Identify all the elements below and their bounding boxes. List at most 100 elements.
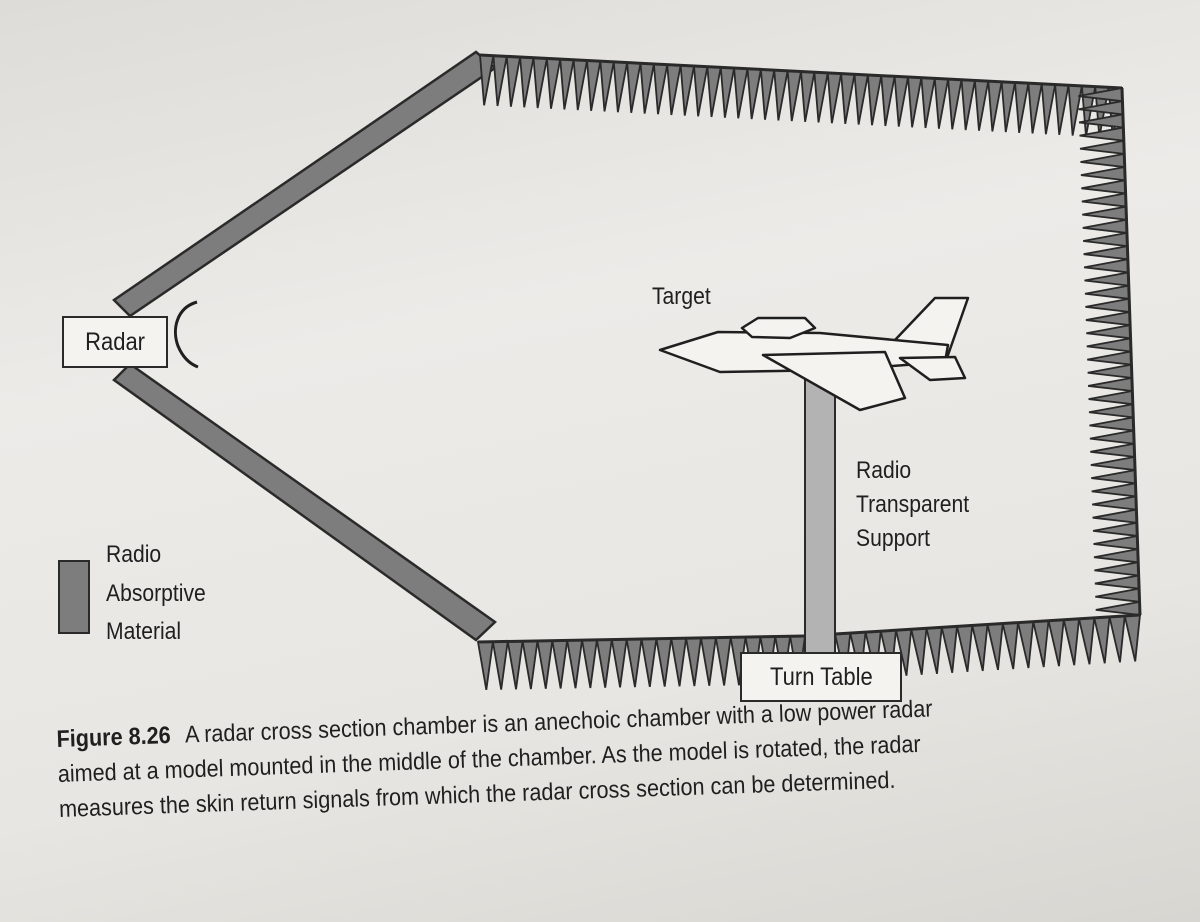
absorber-cone: [1089, 429, 1136, 445]
absorber-cone: [973, 79, 990, 131]
absorber-cone: [866, 73, 883, 126]
absorber-cone: [1027, 82, 1043, 134]
absorber-cone: [595, 638, 613, 688]
absorber-cone: [536, 639, 554, 689]
absorber-cone: [1089, 416, 1135, 432]
absorber-cone: [1091, 482, 1137, 498]
absorber-cone: [1108, 614, 1126, 663]
absorber-cone: [559, 58, 575, 110]
absorber-cone: [826, 71, 843, 124]
absorber-cone: [719, 66, 736, 118]
chamber-wall-line: [1120, 87, 1142, 616]
absorber-cone: [1032, 619, 1050, 668]
absorber-cone: [1092, 521, 1139, 537]
absorber-cone: [1080, 165, 1127, 182]
absorber-cone: [907, 76, 923, 128]
radar-label: Radar: [85, 327, 145, 356]
absorber-cone: [610, 638, 628, 688]
absorber-cone: [786, 69, 803, 122]
absorber-cone: [1014, 81, 1030, 133]
radar-dish-icon: [173, 300, 199, 369]
radar-box: Radar: [62, 316, 168, 368]
absorber-cone: [1079, 139, 1126, 155]
absorber-cone: [1000, 80, 1017, 133]
absorber-cone: [733, 67, 749, 119]
absorber-cone: [640, 637, 658, 688]
absorber-cone: [1001, 621, 1020, 670]
absorber-cone: [925, 626, 943, 674]
absorber-cone: [1085, 310, 1132, 327]
absorber-cone: [612, 60, 629, 113]
absorber-cone: [639, 62, 655, 114]
absorber-cone: [746, 67, 762, 120]
absorber-cone: [773, 69, 789, 121]
absorber-cone: [476, 640, 494, 691]
absorber-cone: [666, 63, 682, 116]
turn-table-label: Turn Table: [769, 662, 873, 691]
absorber-cone: [625, 638, 643, 688]
absorber-cone: [1095, 600, 1141, 617]
right-wall-absorber-cones: [1078, 86, 1142, 617]
absorber-cone: [1081, 192, 1127, 208]
absorber-cone: [1082, 218, 1128, 234]
absorber-cone: [1083, 245, 1129, 261]
absorber-cone: [986, 622, 1004, 671]
absorber-cone: [505, 55, 522, 107]
absorber-cone: [840, 72, 856, 125]
absorber-cone: [1040, 82, 1057, 135]
absorber-cone: [955, 624, 974, 673]
absorber-cone: [933, 77, 950, 129]
target-label: Target: [652, 283, 711, 310]
aircraft-horizontal-tail: [898, 355, 967, 382]
absorber-cone: [960, 78, 976, 131]
absorber-cone: [1086, 324, 1132, 340]
absorber-cone: [626, 61, 642, 114]
absorber-cone: [670, 637, 688, 687]
absorber-cone: [551, 639, 569, 689]
aircraft-canopy: [740, 316, 817, 340]
absorber-cone: [1092, 508, 1138, 524]
absorber-cone: [759, 68, 776, 120]
absorber-cone: [685, 636, 702, 687]
top-wall-absorber-cones: [479, 53, 1124, 138]
absorber-cone: [1123, 614, 1142, 662]
absorber-cone: [714, 636, 732, 686]
absorber-cone: [693, 65, 709, 117]
absorber-cone: [1067, 84, 1083, 136]
absorber-cone: [586, 59, 602, 111]
absorber-cone: [521, 639, 539, 690]
absorber-cone: [1077, 616, 1096, 665]
support-label-line-3: Support: [856, 525, 930, 552]
absorber-cone: [920, 76, 936, 129]
turn-table-box: Turn Table: [740, 652, 902, 702]
absorber-cone: [580, 638, 598, 689]
absorber-cone: [987, 80, 1003, 132]
absorber-cone: [1092, 495, 1138, 511]
absorber-cone: [545, 57, 562, 109]
absorber-cone: [652, 62, 669, 115]
absorber-cone: [699, 636, 717, 686]
absorber-cone: [1093, 534, 1139, 551]
chamber-wall-line: [834, 613, 1141, 636]
absorber-cone: [1093, 548, 1140, 564]
absorber-cone: [813, 71, 829, 123]
absorber-cone: [1094, 574, 1141, 590]
absorber-cone: [1095, 587, 1141, 603]
absorber-cone: [706, 65, 722, 118]
absorber-cone: [479, 54, 495, 106]
absorber-cone: [1087, 363, 1133, 379]
absorber-cone: [1094, 561, 1140, 577]
absorber-cone: [1087, 350, 1133, 366]
absorber-cone: [947, 78, 963, 130]
target-aircraft-icon: [658, 296, 970, 412]
absorber-cone: [893, 75, 910, 127]
absorber-cone: [971, 623, 989, 672]
absorber-cone: [1080, 152, 1126, 169]
absorber-cone: [1082, 205, 1128, 221]
absorber-cone: [1091, 469, 1137, 485]
absorber-cone: [1088, 389, 1134, 406]
legend-label-material: Material: [106, 618, 182, 645]
absorber-cone: [655, 637, 673, 687]
legend-label-absorptive: Absorptive: [106, 580, 206, 607]
